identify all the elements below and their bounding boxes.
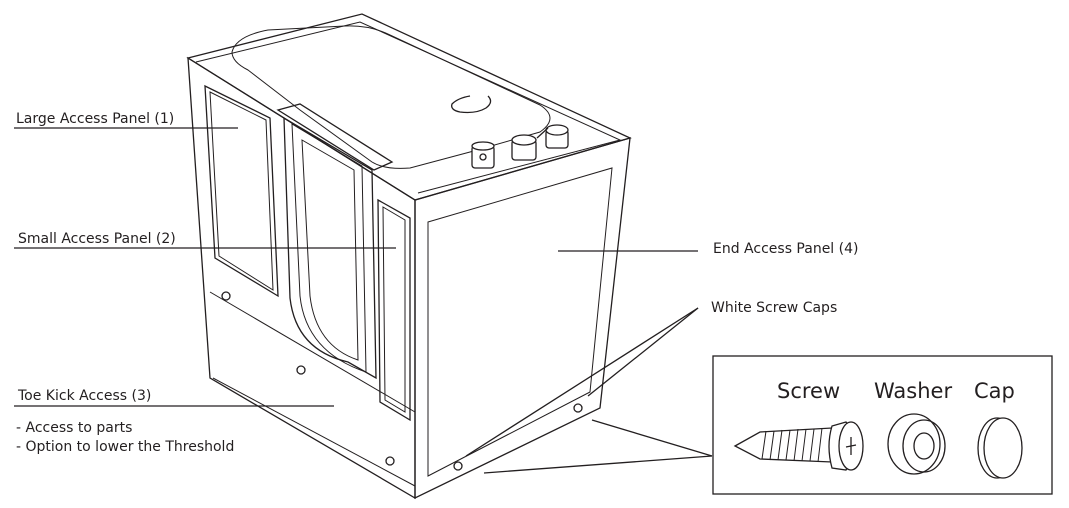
inset-frame — [712, 355, 1053, 495]
inset-label-washer: Washer — [874, 379, 952, 403]
screw-cap — [385, 456, 395, 466]
callout-lines — [14, 127, 713, 474]
label-large-access-panel: Large Access Panel (1) — [16, 111, 174, 127]
screw-cap — [453, 461, 463, 471]
label-white-screw-caps: White Screw Caps — [711, 300, 837, 316]
screw-cap — [296, 365, 306, 375]
label-end-access-panel: End Access Panel (4) — [713, 241, 858, 257]
screw-cap — [573, 403, 583, 413]
faucet-valves — [471, 124, 569, 169]
inset-label-cap: Cap — [974, 379, 1015, 403]
screw-cap — [221, 291, 231, 301]
inset-label-screw: Screw — [777, 379, 840, 403]
hardware-inset: Screw Washer Cap — [712, 355, 1053, 495]
door-outer — [283, 116, 377, 380]
label-toe-kick-note-2: - Option to lower the Threshold — [16, 439, 234, 455]
cap-illustration — [977, 417, 1023, 479]
label-small-access-panel: Small Access Panel (2) — [18, 231, 176, 247]
walk-in-tub-drawing — [186, 13, 632, 500]
door-top-bar — [276, 103, 394, 171]
screw-illustration — [733, 421, 864, 471]
washer-illustration — [887, 413, 946, 475]
tub-basin-rim — [231, 25, 551, 169]
tub-end-side — [414, 137, 631, 500]
small-access-panel — [377, 198, 411, 422]
label-toe-kick-note-1: - Access to parts — [16, 420, 132, 436]
drain-handle — [451, 95, 492, 114]
end-access-panel — [427, 167, 613, 477]
label-toe-kick-access: Toe Kick Access (3) — [17, 388, 151, 404]
tub-top-surface — [186, 13, 632, 201]
large-access-panel — [204, 84, 279, 298]
